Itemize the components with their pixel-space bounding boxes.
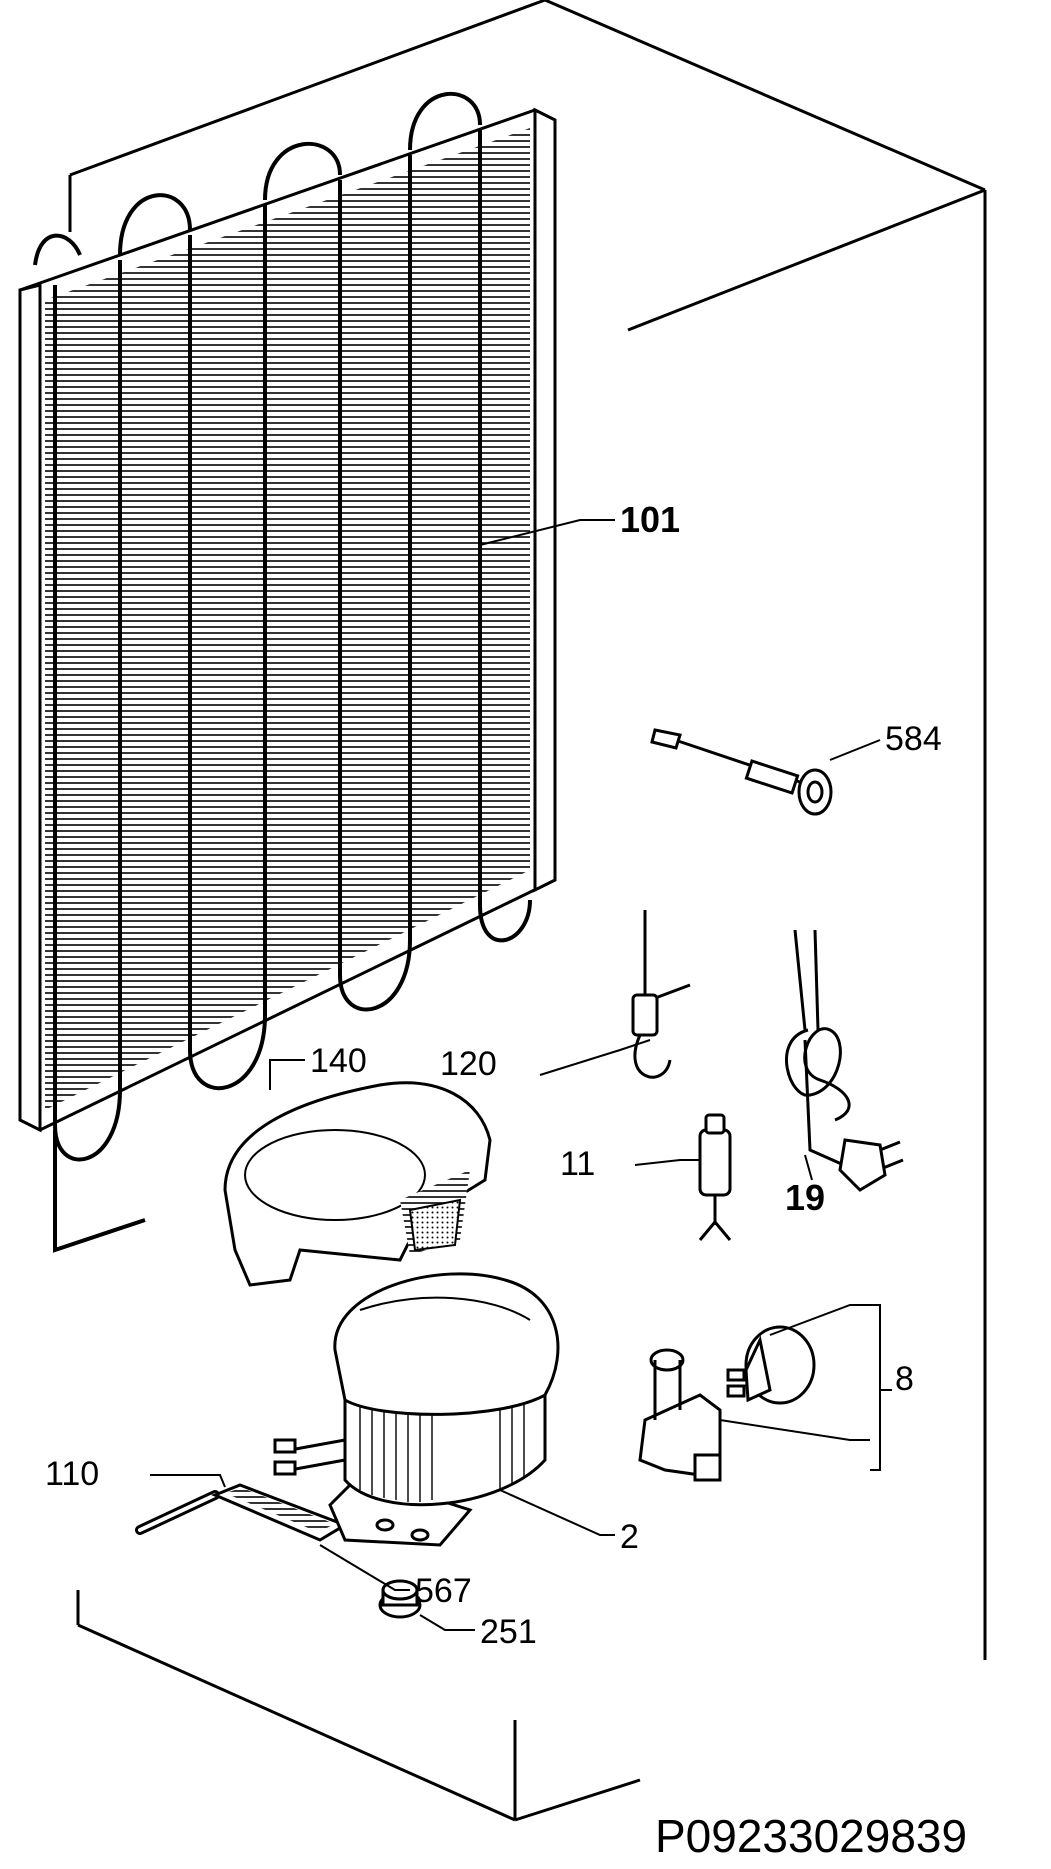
label-mounting-plate: 567 bbox=[415, 1572, 472, 1610]
thermostat-probe bbox=[650, 728, 833, 816]
pipe bbox=[135, 1490, 220, 1535]
label-capillary-fitting: 120 bbox=[440, 1045, 497, 1083]
label-grommet: 251 bbox=[480, 1613, 537, 1651]
mounting-plate bbox=[211, 1483, 349, 1542]
label-thermostat-probe: 584 bbox=[885, 720, 942, 758]
condenser bbox=[18, 91, 557, 1253]
drawing-code: P09233029839 bbox=[655, 1810, 967, 1862]
label-condenser: 101 bbox=[620, 499, 680, 540]
cabinet-outline bbox=[68, 0, 987, 1822]
label-compressor-tray: 140 bbox=[310, 1042, 367, 1080]
label-compressor: 2 bbox=[620, 1518, 639, 1556]
grommet bbox=[378, 1579, 422, 1619]
label-power-cord: 19 bbox=[785, 1177, 825, 1218]
compressor bbox=[273, 1272, 560, 1547]
label-filter-drier: 11 bbox=[560, 1145, 595, 1183]
filter-drier bbox=[698, 1113, 732, 1241]
part-labels: 101 584 120 140 11 19 8 110 2 567 251 bbox=[45, 499, 942, 1651]
relay-kit bbox=[638, 1304, 892, 1482]
capillary-fitting bbox=[631, 910, 691, 1079]
label-relay-kit: 8 bbox=[895, 1360, 914, 1398]
leader-lines bbox=[150, 519, 881, 1631]
label-pipe: 110 bbox=[45, 1455, 99, 1493]
power-cord bbox=[785, 929, 904, 1192]
compressor-tray bbox=[223, 1081, 492, 1287]
